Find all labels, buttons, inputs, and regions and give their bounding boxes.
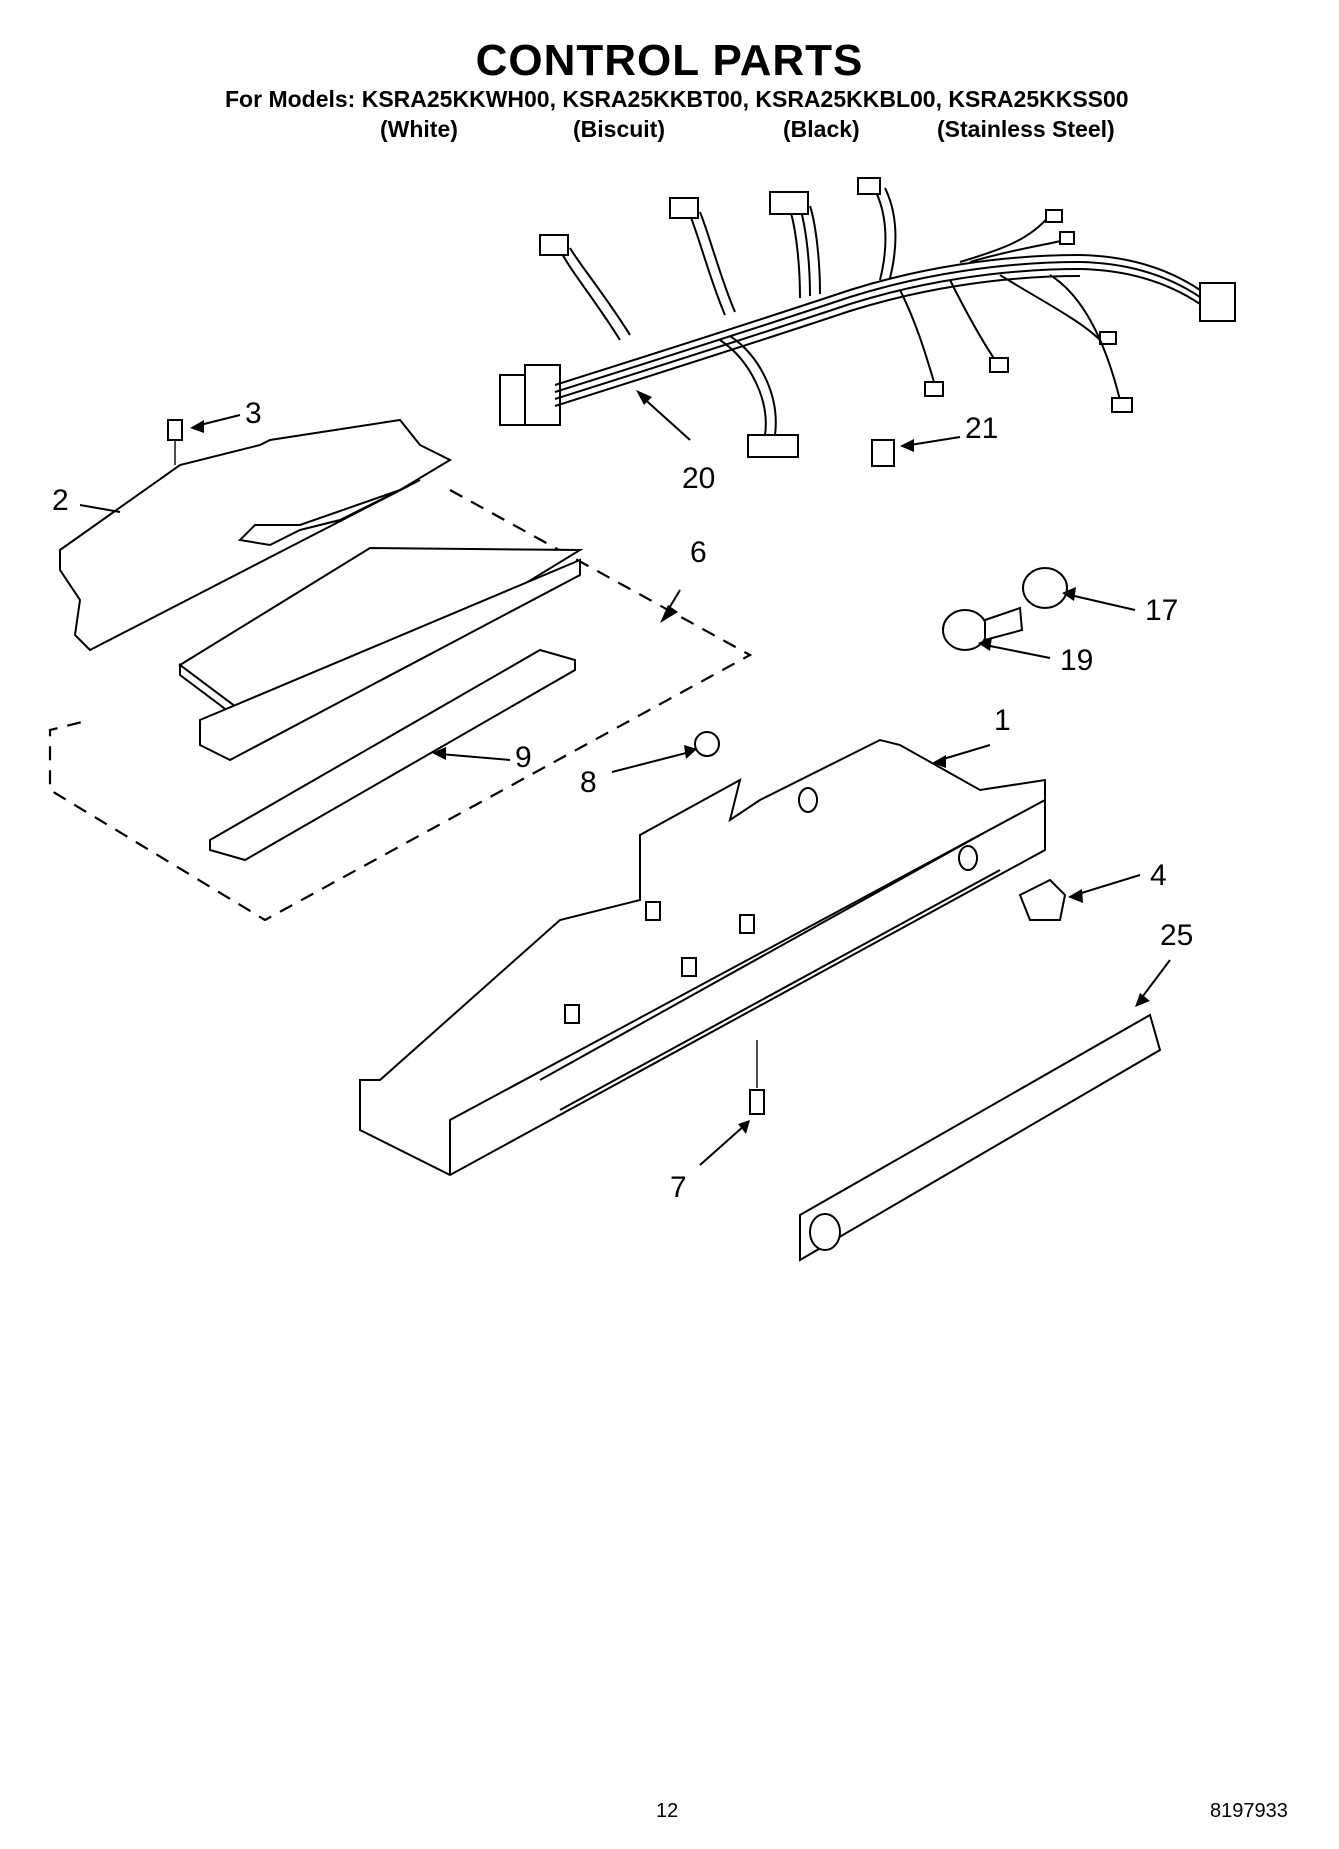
harness-terminal-d bbox=[924, 381, 944, 397]
leader-21 bbox=[909, 436, 961, 446]
finish-stainless-steel: (Stainless Steel) bbox=[937, 116, 1115, 142]
harness-terminal-top-right bbox=[1045, 209, 1063, 223]
page-number: 12 bbox=[656, 1800, 679, 1822]
finish-black: (Black) bbox=[783, 116, 860, 142]
harness-terminal-c bbox=[989, 357, 1009, 373]
part-6-assembly-outline bbox=[48, 489, 753, 922]
callout-25: 25 bbox=[1160, 919, 1193, 952]
models-line: For Models: KSRA25KKWH00, KSRA25KKBT00, … bbox=[225, 86, 1129, 112]
part-8-pushpin bbox=[694, 731, 720, 757]
callout-20: 20 bbox=[682, 462, 715, 495]
callout-1: 1 bbox=[994, 704, 1011, 737]
callout-8: 8 bbox=[580, 766, 597, 799]
leader-7 bbox=[699, 1124, 746, 1166]
harness-connector-top-2 bbox=[669, 197, 699, 219]
part-9-display-board bbox=[209, 648, 576, 862]
leader-3 bbox=[199, 414, 241, 426]
leader-2 bbox=[79, 504, 121, 513]
wiring-harness bbox=[499, 177, 1236, 458]
part-17-lamp-socket bbox=[1022, 567, 1068, 609]
harness-connector-housing bbox=[524, 364, 561, 426]
document-number: 8197933 bbox=[1210, 1800, 1288, 1822]
callout-19: 19 bbox=[1060, 644, 1093, 677]
callout-4: 4 bbox=[1150, 859, 1167, 892]
callout-3: 3 bbox=[245, 397, 262, 430]
harness-terminal-right bbox=[1059, 231, 1075, 245]
leader-19 bbox=[984, 644, 1051, 659]
leader-9 bbox=[439, 753, 511, 761]
callout-17: 17 bbox=[1145, 594, 1178, 627]
harness-connector-right bbox=[1199, 282, 1236, 322]
leader-8 bbox=[611, 751, 691, 773]
leader-17 bbox=[1069, 594, 1136, 611]
harness-terminal-a bbox=[1099, 331, 1117, 345]
part-21-clip bbox=[871, 439, 895, 467]
leader-1 bbox=[939, 744, 991, 761]
leader-25 bbox=[1139, 959, 1171, 1001]
callout-6: 6 bbox=[690, 536, 707, 569]
part-2-shield-plate bbox=[59, 418, 453, 652]
callout-21: 21 bbox=[965, 412, 998, 445]
part-4-light-socket bbox=[1018, 878, 1067, 921]
harness-connector-lower bbox=[747, 434, 799, 458]
callout-7: 7 bbox=[670, 1171, 687, 1204]
part-7-screw bbox=[749, 1089, 765, 1115]
callout-2: 2 bbox=[52, 484, 69, 517]
page-title: CONTROL PARTS bbox=[475, 36, 864, 85]
leader-4 bbox=[1074, 874, 1141, 896]
callout-9: 9 bbox=[515, 741, 532, 774]
finish-biscuit: (Biscuit) bbox=[573, 116, 665, 142]
harness-connector-top-3 bbox=[769, 191, 809, 215]
harness-connector-top-4 bbox=[857, 177, 881, 195]
harness-connector-top-left bbox=[539, 234, 569, 256]
finish-white: (White) bbox=[380, 116, 458, 142]
leader-20 bbox=[639, 394, 691, 441]
harness-terminal-b bbox=[1111, 397, 1133, 413]
part-3-screw bbox=[167, 419, 183, 441]
part-25-trim-strip bbox=[799, 1013, 1162, 1262]
part-1-control-housing bbox=[359, 738, 1046, 1177]
part-6-board-lower bbox=[199, 558, 581, 762]
